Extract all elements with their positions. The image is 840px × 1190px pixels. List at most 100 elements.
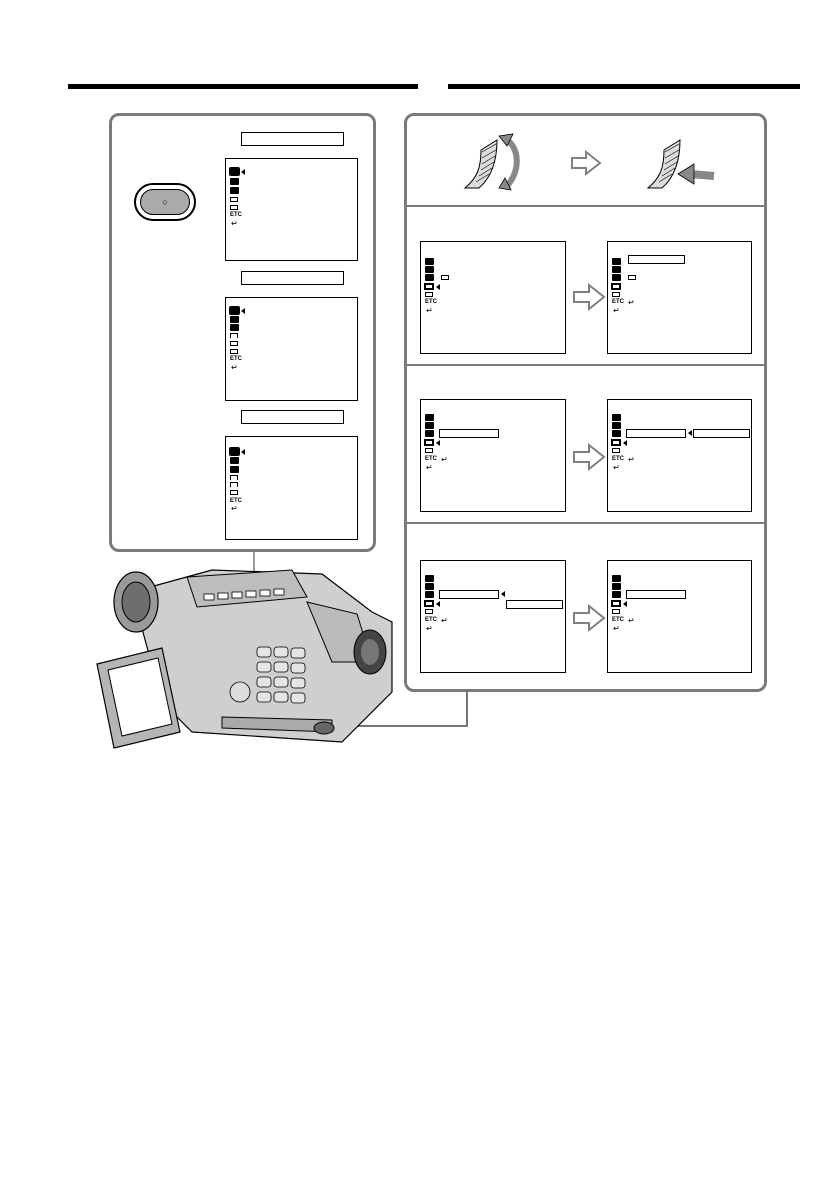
return-icon: ↵ (628, 298, 635, 307)
return-icon: ↵ (231, 504, 238, 513)
vcr-set-icon (230, 333, 238, 338)
return-icon: ↵ (613, 463, 620, 472)
next-step-arrow-icon (571, 150, 602, 176)
setup-icon (612, 292, 620, 297)
lcd-set-icon (612, 274, 621, 281)
camera-set-icon (612, 414, 621, 421)
lcd-set-icon (230, 187, 239, 194)
setup-icon (230, 490, 238, 495)
setup-icon (425, 609, 433, 614)
camera-set-icon (229, 306, 240, 315)
etc-label: ETC (230, 212, 242, 218)
step3-menu-before: ETC ↵ ↵ (420, 560, 566, 673)
lcd-set-icon (230, 324, 239, 331)
selector-arrow-icon (501, 591, 505, 597)
menu-button[interactable]: ○ (134, 183, 196, 221)
step2-menu-before: ETC ↵ ↵ (420, 399, 566, 512)
camera-set-icon (425, 414, 434, 421)
camera-set-icon (425, 575, 434, 582)
menu-button-inner: ○ (140, 189, 190, 215)
step2-menu-after: ETC ↵ ↵ (607, 399, 752, 512)
submenu-item-box (439, 590, 499, 599)
cm-set-icon (230, 457, 239, 464)
setup-icon (425, 448, 433, 453)
lcd-set-icon (612, 591, 621, 598)
tape-set-icon (230, 197, 238, 202)
step1-menu-before: ETC ↵ (420, 241, 566, 354)
return-icon: ↵ (628, 455, 635, 464)
setting-value-box (693, 429, 750, 438)
submenu-item-icon (628, 275, 636, 280)
heading-rule-left (68, 84, 418, 89)
tape-set-icon (611, 283, 621, 290)
etc-label: ETC (612, 456, 624, 462)
mode-label-box-1 (241, 132, 344, 146)
return-icon: ↵ (426, 463, 433, 472)
mode-label-box-2 (241, 271, 344, 285)
lcd-set-icon (425, 274, 434, 281)
selector-arrow-icon (241, 449, 245, 455)
next-step-arrow-icon (573, 604, 606, 632)
tape-set-icon (230, 341, 238, 346)
next-step-arrow-icon (573, 283, 606, 311)
step-divider-3 (407, 522, 764, 524)
etc-label: ETC (425, 456, 437, 462)
selector-arrow-icon (436, 440, 440, 446)
selector-arrow-icon (623, 440, 627, 446)
dial-turn-illustration (463, 133, 520, 191)
setup-icon (230, 349, 238, 354)
selector-arrow-icon (688, 430, 692, 436)
setup-icon (612, 609, 620, 614)
tape-set-icon (611, 439, 621, 446)
return-icon: ↵ (441, 616, 448, 625)
memory-set-icon (230, 475, 238, 480)
return-icon: ↵ (613, 306, 620, 315)
submenu-item-box (626, 429, 686, 438)
etc-label: ETC (230, 356, 242, 362)
menu-screen-camera: ETC ↵ (225, 158, 358, 261)
setup-icon (425, 292, 433, 297)
step-divider-1 (407, 205, 764, 207)
return-icon: ↵ (628, 616, 635, 625)
cm-set-icon (612, 266, 621, 273)
cm-set-icon (425, 583, 434, 590)
etc-label: ETC (425, 617, 437, 623)
lcd-set-icon (425, 591, 434, 598)
tape-set-icon (424, 600, 434, 607)
memory-set-2-icon (230, 482, 238, 487)
mode-label-box-3 (241, 410, 344, 424)
cm-set-icon (230, 178, 239, 185)
etc-label: ETC (612, 617, 624, 623)
setup-icon (230, 205, 238, 210)
camera-set-icon (229, 167, 240, 176)
return-icon: ↵ (231, 363, 238, 372)
heading-rule-right (448, 84, 800, 89)
selector-arrow-icon (241, 308, 245, 314)
menu-screen-vcr: ETC ↵ (225, 297, 358, 401)
submenu-item-box (626, 590, 686, 599)
step1-menu-after: ETC ↵ ↵ (607, 241, 752, 354)
selector-arrow-icon (623, 601, 627, 607)
camera-set-icon (612, 258, 621, 265)
tape-set-icon (611, 600, 621, 607)
submenu-item-box (439, 429, 499, 438)
cm-set-icon (612, 583, 621, 590)
selector-arrow-icon (436, 601, 440, 607)
camcorder-illustration (96, 552, 468, 749)
return-icon: ↵ (231, 219, 238, 228)
camera-set-icon (229, 447, 240, 456)
etc-label: ETC (230, 498, 242, 504)
return-icon: ↵ (426, 624, 433, 633)
menu-button-symbol: ○ (162, 197, 168, 207)
step-divider-2 (407, 364, 764, 366)
return-icon: ↵ (426, 306, 433, 315)
menu-screen-memory: ETC ↵ (225, 436, 358, 540)
setup-icon (612, 448, 620, 453)
lcd-set-icon (425, 430, 434, 437)
cm-set-icon (230, 316, 239, 323)
cm-set-icon (425, 266, 434, 273)
return-icon: ↵ (613, 624, 620, 633)
selector-arrow-icon (436, 284, 440, 290)
next-step-arrow-icon (573, 443, 606, 471)
dial-press-illustration (646, 139, 715, 189)
